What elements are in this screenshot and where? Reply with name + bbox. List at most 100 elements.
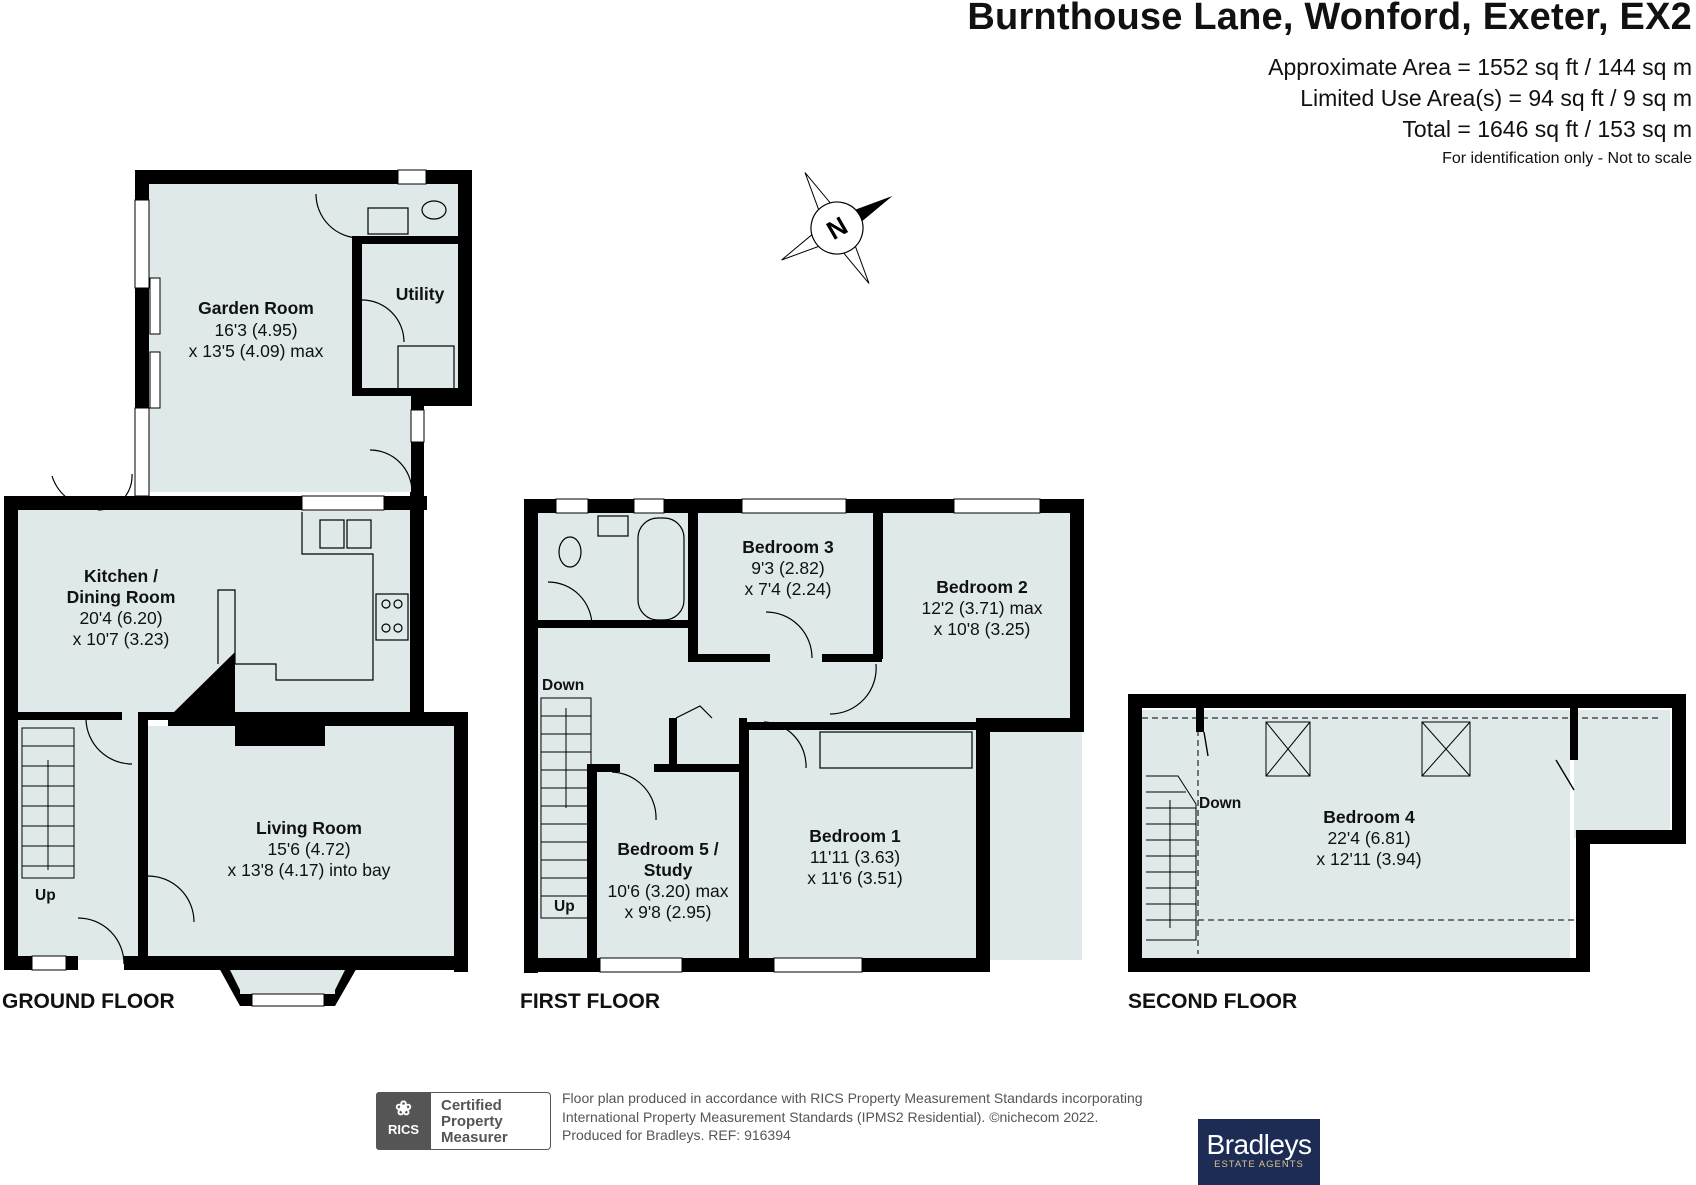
bedroom1-top-wall: [744, 722, 984, 730]
first-floor-fixtures: [547, 515, 973, 821]
door-swing: [51, 475, 99, 509]
door-swing: [829, 663, 877, 715]
rics-label: RICS: [387, 1122, 420, 1137]
toilet-icon: [421, 200, 447, 220]
second-floor-room-fills: [1140, 710, 1670, 958]
bedroom1-right-wall: [976, 718, 990, 972]
first-floor-fill: [536, 512, 1082, 960]
bedroom3-dim1: 9'3 (2.82): [751, 558, 824, 578]
total-area: Total = 1646 sq ft / 153 sq m: [1402, 116, 1692, 142]
kitchen-name1: Kitchen /: [84, 566, 158, 586]
window: [599, 957, 683, 973]
room-labels: Garden Room 16'3 (4.95) x 13'5 (4.09) ma…: [67, 284, 1422, 922]
bedroom1-dim2: x 11'6 (3.51): [807, 868, 902, 888]
bath-icon: [637, 517, 685, 621]
rics-logo: ❀ RICS: [376, 1092, 431, 1150]
sink-icon: [346, 519, 372, 549]
brand-name: Bradleys: [1206, 1129, 1312, 1160]
cupboard-wall-b: [739, 718, 747, 764]
stair-labels: Up Down Up Down: [35, 677, 1241, 915]
garden-room-dim2: x 13'5 (4.09) max: [189, 341, 324, 361]
ground-floor-windows: [31, 169, 427, 1007]
hall-bottom-wall-right: [124, 956, 148, 970]
garden-room-dim1: 16'3 (4.95): [214, 320, 297, 340]
oven-icon: [319, 519, 345, 549]
door-leaf: [1555, 759, 1575, 791]
first-right-wall: [1070, 499, 1084, 721]
living-top-wall-a: [138, 712, 170, 720]
first-floor-walls: [524, 499, 1084, 973]
window: [773, 957, 863, 973]
rics-emblem-icon: ❀: [395, 1098, 412, 1120]
stair-bedroom5-wall: [587, 764, 597, 964]
chimney-breast: [170, 652, 235, 716]
door-swing: [315, 193, 361, 239]
door-swing: [361, 299, 405, 343]
cupboard-wall: [669, 718, 677, 764]
hall-living-partition: [138, 716, 148, 966]
second-right-wall: [1672, 694, 1686, 842]
door-swing: [763, 721, 807, 769]
bedroom4-fill: [1140, 710, 1570, 958]
utility-right-wall: [458, 170, 472, 406]
ground-floor-doors: [51, 193, 413, 965]
eaves-partition: [1570, 708, 1578, 760]
floor-labels: GROUND FLOOR FIRST FLOOR SECOND FLOOR: [2, 990, 1297, 1013]
ground-floor-room-fills: [16, 177, 461, 997]
hall-fill: [16, 716, 146, 960]
skylight-icon: [1265, 721, 1311, 777]
living-room-fill: [146, 726, 454, 997]
window: [410, 409, 425, 443]
first-floor-windows: [555, 498, 1041, 973]
door-swing: [369, 449, 413, 493]
window: [134, 199, 150, 289]
second-stairs-down-label: Down: [1199, 795, 1241, 812]
second-floor-label: SECOND FLOOR: [1128, 990, 1297, 1013]
bedroom4-right-wall: [1576, 830, 1590, 972]
bay-wall-right: [335, 956, 358, 1006]
first-staircase: [540, 697, 592, 919]
utility-appliance: [397, 345, 455, 391]
first-floor-room-fills: [536, 512, 1082, 960]
door-swing: [765, 611, 813, 659]
bedroom3-dim2: x 7'4 (2.24): [745, 579, 832, 599]
bedroom2-dim2: x 10'8 (3.25): [934, 619, 1031, 639]
hob-ring: [381, 599, 391, 609]
footer-line3: Produced for Bradleys. REF: 916394: [562, 1127, 791, 1143]
ground-stairs-up-label: Up: [35, 887, 56, 904]
hob-ring: [393, 623, 403, 633]
garden-room-name: Garden Room: [198, 298, 314, 318]
cupboard-doors: [675, 705, 713, 719]
bay-wall-left: [218, 956, 240, 1006]
bedroom3-bottom-wall: [688, 654, 770, 662]
window: [741, 498, 847, 514]
first-left-wall: [524, 499, 538, 973]
rics-cert-line2: Property: [441, 1113, 503, 1130]
washbasin-icon: [367, 207, 409, 235]
limited-use-area: Limited Use Area(s) = 94 sq ft / 9 sq m: [1300, 85, 1692, 111]
bedroom3-name: Bedroom 3: [742, 537, 834, 557]
first-floor-label: FIRST FLOOR: [520, 990, 660, 1013]
first-floor-plan: [524, 498, 1084, 973]
door-swing: [77, 917, 125, 965]
staircase-outline: [540, 697, 592, 919]
bedroom2-name: Bedroom 2: [936, 577, 1028, 597]
door-swing: [85, 719, 133, 765]
living-room-dim2: x 13'8 (4.17) into bay: [228, 860, 391, 880]
bedroom5-top-wall-b: [654, 764, 744, 772]
first-stairs-up-label: Up: [554, 898, 575, 915]
hob-icon: [375, 593, 409, 641]
eaves-bottom-wall: [1586, 830, 1686, 844]
living-right-wall: [454, 712, 468, 972]
living-bottom-wall: [138, 956, 464, 970]
bedroom4-dim1: 22'4 (6.81): [1327, 828, 1410, 848]
window: [633, 498, 665, 514]
kitchen-right-wall: [410, 492, 424, 724]
door-swing: [611, 771, 657, 821]
brand-subtitle: ESTATE AGENTS: [1214, 1159, 1304, 1170]
living-top-wall: [168, 712, 464, 726]
washbasin-icon: [597, 515, 629, 537]
second-floor-plan: [1128, 694, 1686, 972]
footer-line2: International Property Measurement Stand…: [562, 1108, 1099, 1125]
hob-ring: [381, 623, 391, 633]
